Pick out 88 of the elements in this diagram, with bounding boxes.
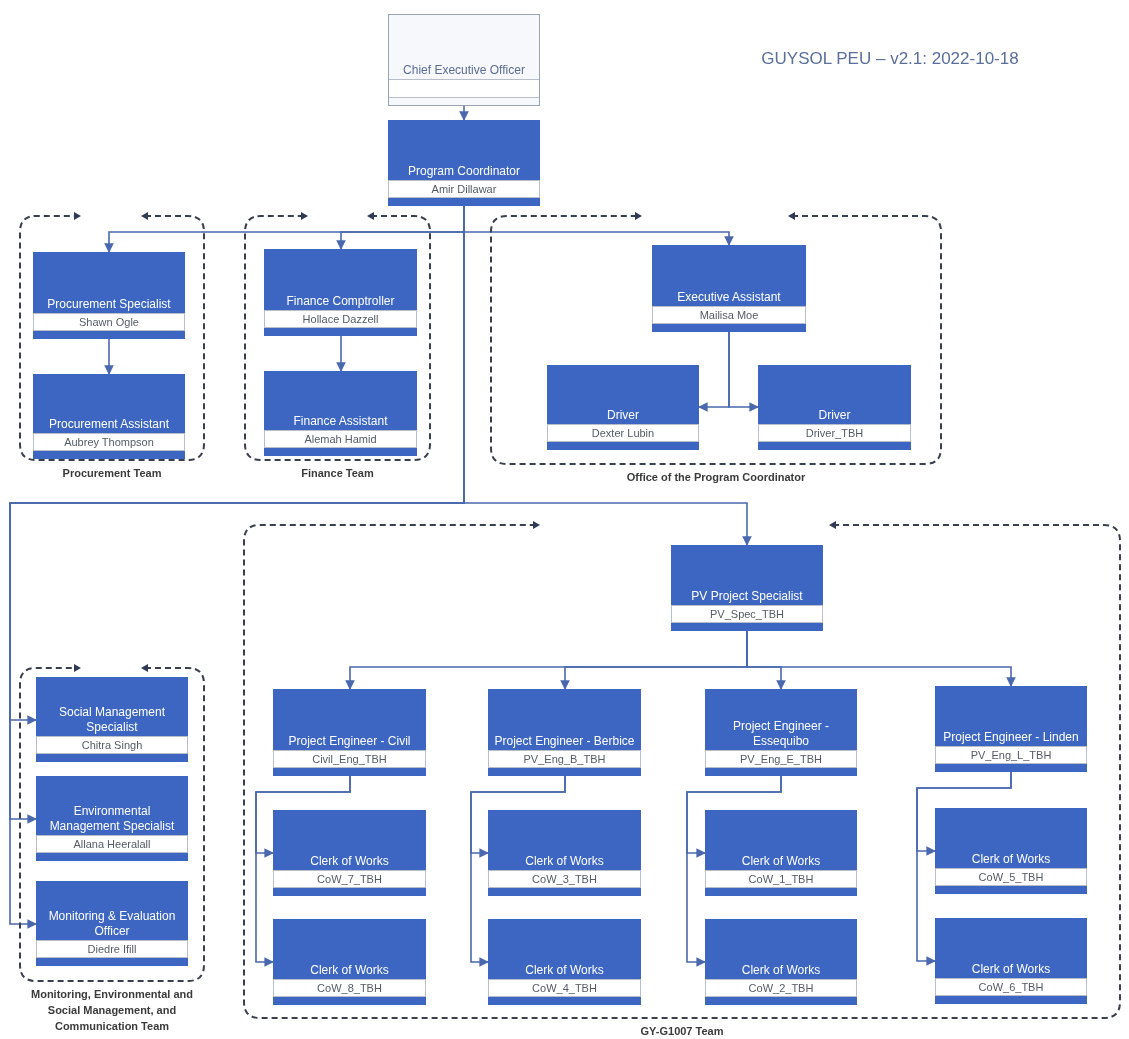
position-box [264, 371, 417, 456]
connector-arrow [104, 338, 114, 375]
person-name: PV_Eng_E_TBH [705, 750, 857, 768]
connector-arrow [686, 775, 782, 967]
position-title: Finance Comptroller [285, 294, 396, 309]
position-title: Clerk of Works [740, 963, 822, 978]
position-title: Project Engineer - Civil [287, 734, 412, 749]
position-box [273, 919, 426, 1005]
position-title: Procurement Assistant [47, 417, 171, 432]
person-name: Alemah Hamid [264, 430, 417, 448]
connector-arrow [336, 335, 346, 372]
position-title: Project Engineer - Linden [942, 730, 1080, 745]
position-title: Executive Assistant [676, 290, 782, 305]
position-title: Clerk of Works [309, 963, 390, 978]
person-name: CoW_2_TBH [705, 979, 857, 997]
team-label: Monitoring, Environmental and Social Management, and Communication Team [30, 987, 194, 1034]
person-name: Allana Heeralall [36, 835, 188, 853]
position-box [36, 881, 188, 966]
position-box [33, 252, 185, 339]
person-name: CoW_7_TBH [273, 870, 426, 888]
person-name: Amir Dillawar [388, 180, 540, 198]
position-title: Chief Executive Officer [402, 63, 526, 78]
connector-arrow [470, 775, 566, 967]
position-box [671, 545, 823, 631]
position-title: Monitoring & Evaluation Officer [47, 909, 177, 939]
person-name: PV_Eng_L_TBH [935, 746, 1087, 764]
position-box [547, 365, 699, 450]
person-name: Chitra Singh [36, 736, 188, 754]
position-box [705, 810, 857, 896]
position-title: Driver [606, 408, 640, 423]
position-title: Clerk of Works [970, 852, 1052, 867]
person-name: CoW_3_TBH [488, 870, 641, 888]
position-box [388, 120, 540, 206]
position-box [273, 810, 426, 896]
position-title: Procurement Specialist [46, 297, 172, 312]
person-name: CoW_4_TBH [488, 979, 641, 997]
position-title: Clerk of Works [970, 962, 1052, 977]
person-name: Mailisa Moe [652, 306, 806, 324]
person-name: PV_Eng_B_TBH [488, 750, 641, 768]
position-box [758, 365, 911, 450]
position-title: Driver [817, 408, 852, 423]
person-name: CoW_6_TBH [935, 978, 1087, 996]
person-name: PV_Spec_TBH [671, 605, 823, 623]
position-title: Program Coordinator [406, 164, 522, 179]
person-name: CoW_5_TBH [935, 868, 1087, 886]
team-label: GY-G1007 Team [639, 1024, 725, 1039]
position-title: Project Engineer - Berbice [493, 734, 636, 749]
connector-arrow [255, 775, 351, 967]
person-name: Shawn Ogle [33, 313, 185, 331]
connector-arrow [728, 331, 759, 412]
position-box [488, 689, 641, 776]
position-box [36, 776, 188, 861]
connector-arrow [916, 771, 1012, 966]
team-label: Procurement Team [61, 466, 163, 481]
person-name: Hollace Dazzell [264, 310, 417, 328]
connector-arrow [459, 105, 469, 121]
position-title: Finance Assistant [292, 414, 389, 429]
position-box [935, 808, 1087, 894]
position-box [488, 810, 641, 896]
position-title: Project Engineer - Essequibo [731, 719, 830, 749]
person-name: Aubrey Thompson [33, 433, 185, 451]
position-box [652, 245, 806, 332]
person-name: Dexter Lubin [547, 424, 699, 442]
person-name: CoW_1_TBH [705, 870, 857, 888]
position-box [388, 14, 540, 106]
position-box [33, 374, 185, 459]
position-title: PV Project Specialist [690, 589, 804, 604]
team-label: Office of the Program Coordinator [625, 470, 807, 485]
person-name: Diedre Ifill [36, 940, 188, 958]
position-box [935, 918, 1087, 1004]
position-box [935, 686, 1087, 772]
person-name: CoW_8_TBH [273, 979, 426, 997]
person-name: Civil_Eng_TBH [273, 750, 426, 768]
position-title: Social Management Specialist [57, 705, 167, 735]
position-box [36, 677, 188, 762]
person-name: Driver_TBH [758, 424, 911, 442]
position-box [705, 919, 857, 1005]
position-title: Clerk of Works [524, 963, 605, 978]
position-title: Clerk of Works [524, 854, 605, 869]
position-box [705, 689, 857, 776]
position-title: Clerk of Works [309, 854, 390, 869]
position-title: Clerk of Works [740, 854, 822, 869]
position-box [264, 249, 417, 336]
position-box [488, 919, 641, 1005]
team-label: Finance Team [300, 466, 375, 481]
position-box [273, 689, 426, 776]
diagram-title: GUYSOL PEU – v2.1: 2022-10-18 [760, 48, 1020, 70]
position-title: Environmental Management Specialist [48, 804, 176, 834]
